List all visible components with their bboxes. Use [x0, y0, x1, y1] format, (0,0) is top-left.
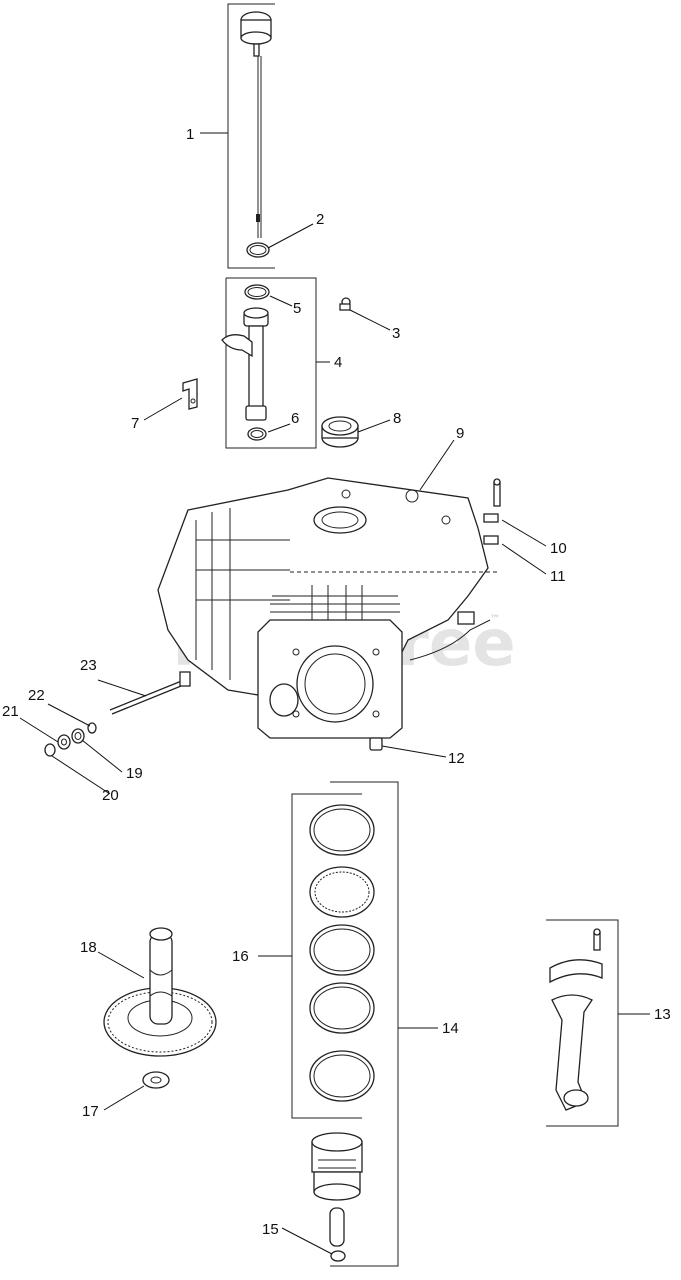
seal-part-19[interactable]	[71, 728, 85, 744]
callout-21: 21	[2, 703, 19, 720]
callout-13: 13	[654, 1006, 671, 1023]
callout-23: 23	[80, 657, 97, 674]
callout-19: 19	[126, 765, 143, 782]
callout-11: 11	[550, 568, 566, 585]
piston-assembly-part-14[interactable]	[291, 781, 399, 1267]
governor-shaft-part-23[interactable]	[109, 671, 191, 715]
o-ring-part-2[interactable]	[246, 242, 270, 258]
callout-3: 3	[392, 325, 400, 342]
washer-part-20[interactable]	[44, 743, 56, 757]
dipstick-tube-part[interactable]	[221, 277, 317, 449]
callout-6: 6	[291, 410, 299, 427]
callout-10: 10	[550, 540, 567, 557]
callout-7: 7	[131, 415, 139, 432]
washer-part-22[interactable]	[87, 722, 97, 734]
callout-18: 18	[80, 939, 97, 956]
connecting-rod-part-13[interactable]	[546, 919, 619, 1127]
plug-part-12[interactable]	[369, 737, 383, 751]
callout-12: 12	[448, 750, 465, 767]
retainer-clip-part-15[interactable]	[330, 1250, 346, 1262]
callout-9: 9	[456, 425, 464, 442]
callout-4: 4	[334, 354, 342, 371]
callout-14: 14	[442, 1020, 459, 1037]
callout-16: 16	[232, 948, 249, 965]
screw-part-3[interactable]	[339, 297, 351, 311]
bracket-part-7[interactable]	[182, 378, 198, 410]
clip-part-11[interactable]	[483, 535, 499, 545]
callout-1: 1	[186, 126, 194, 143]
callout-labels: 1 2 3 4 5 6 7 8 9 10 11 12 13 14 15 16 1…	[2, 126, 671, 1238]
oil-seal-part-8[interactable]	[321, 416, 359, 448]
crankcase-part-9[interactable]	[157, 477, 500, 739]
callout-20: 20	[102, 787, 119, 804]
leader-lines	[19, 132, 650, 1255]
watermark-trademark: ™	[490, 614, 500, 625]
o-ring-part-6[interactable]	[247, 427, 267, 441]
callout-2: 2	[316, 211, 324, 228]
washer-part-17[interactable]	[142, 1071, 170, 1089]
callout-22: 22	[28, 687, 45, 704]
bolt-clip-part-10[interactable]	[483, 478, 501, 523]
dipstick-part[interactable]	[227, 3, 275, 269]
piston-ring-set-part-16[interactable]	[309, 804, 375, 1102]
callout-15: 15	[262, 1221, 279, 1238]
callout-5: 5	[293, 300, 301, 317]
camshaft-part-18[interactable]	[103, 927, 217, 1057]
callout-17: 17	[82, 1103, 99, 1120]
washer-part-21[interactable]	[57, 734, 71, 750]
o-ring-part-5[interactable]	[244, 284, 270, 300]
callout-8: 8	[393, 410, 401, 427]
